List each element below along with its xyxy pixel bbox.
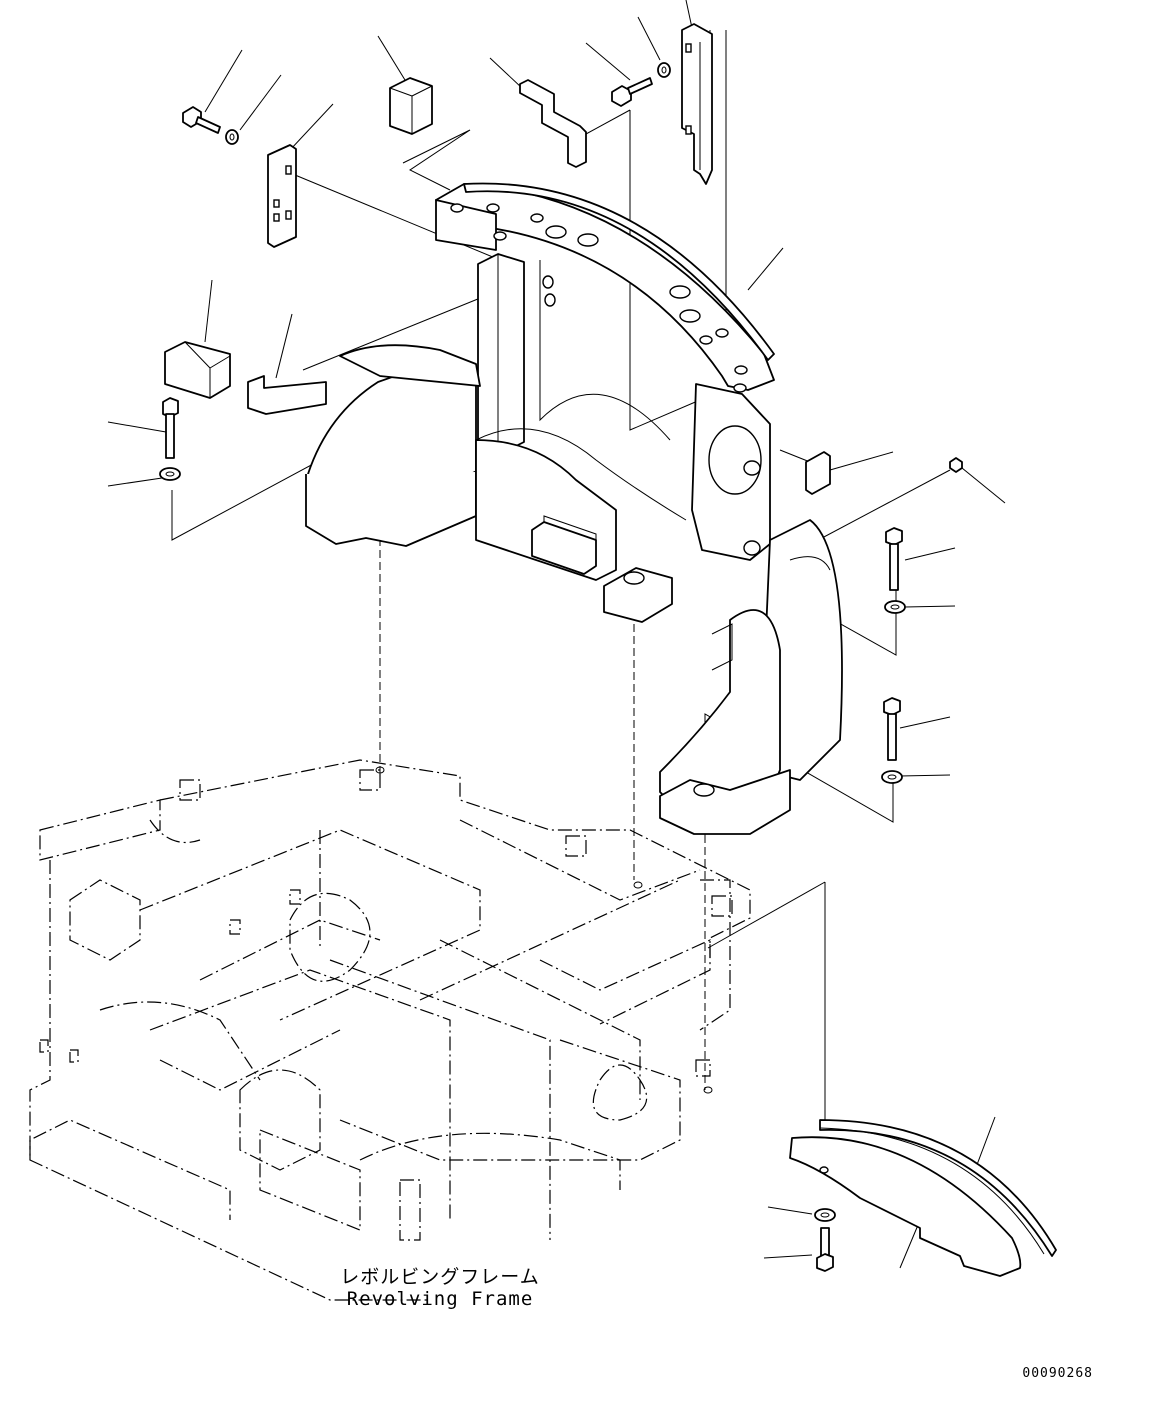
washer-left: [159, 467, 181, 481]
bracket-left: [267, 144, 297, 248]
screw-right: [949, 457, 963, 473]
cover-bottom-right: [789, 1119, 1057, 1277]
block-left-wedge: [164, 341, 231, 399]
drawing-number: 00090268: [1022, 1366, 1093, 1381]
block-top: [389, 77, 433, 135]
bracket-right-vertical: [681, 23, 713, 185]
caption-english: Revolving Frame: [346, 1288, 534, 1310]
bolt-top-center: [611, 77, 653, 107]
bolt-right-lower: [883, 697, 901, 761]
bolt-right-upper: [885, 527, 903, 591]
bolt-top-left: [182, 106, 221, 134]
plate-left-l: [247, 375, 327, 415]
washer-top-center: [657, 62, 671, 78]
block-right-small: [805, 451, 831, 495]
washer-top-left: [225, 129, 239, 145]
counterweight: [305, 182, 843, 835]
bolt-left-vertical: [162, 397, 179, 459]
washer-bottom: [814, 1208, 836, 1222]
washer-right-lower: [881, 770, 903, 784]
revolving-frame: [29, 759, 751, 1301]
plate-bent: [519, 79, 587, 168]
caption-japanese: レボルビングフレーム: [340, 1266, 540, 1288]
leader-lines: [107, 0, 1006, 1269]
bolt-bottom: [816, 1227, 834, 1272]
washer-right-upper: [884, 600, 906, 614]
